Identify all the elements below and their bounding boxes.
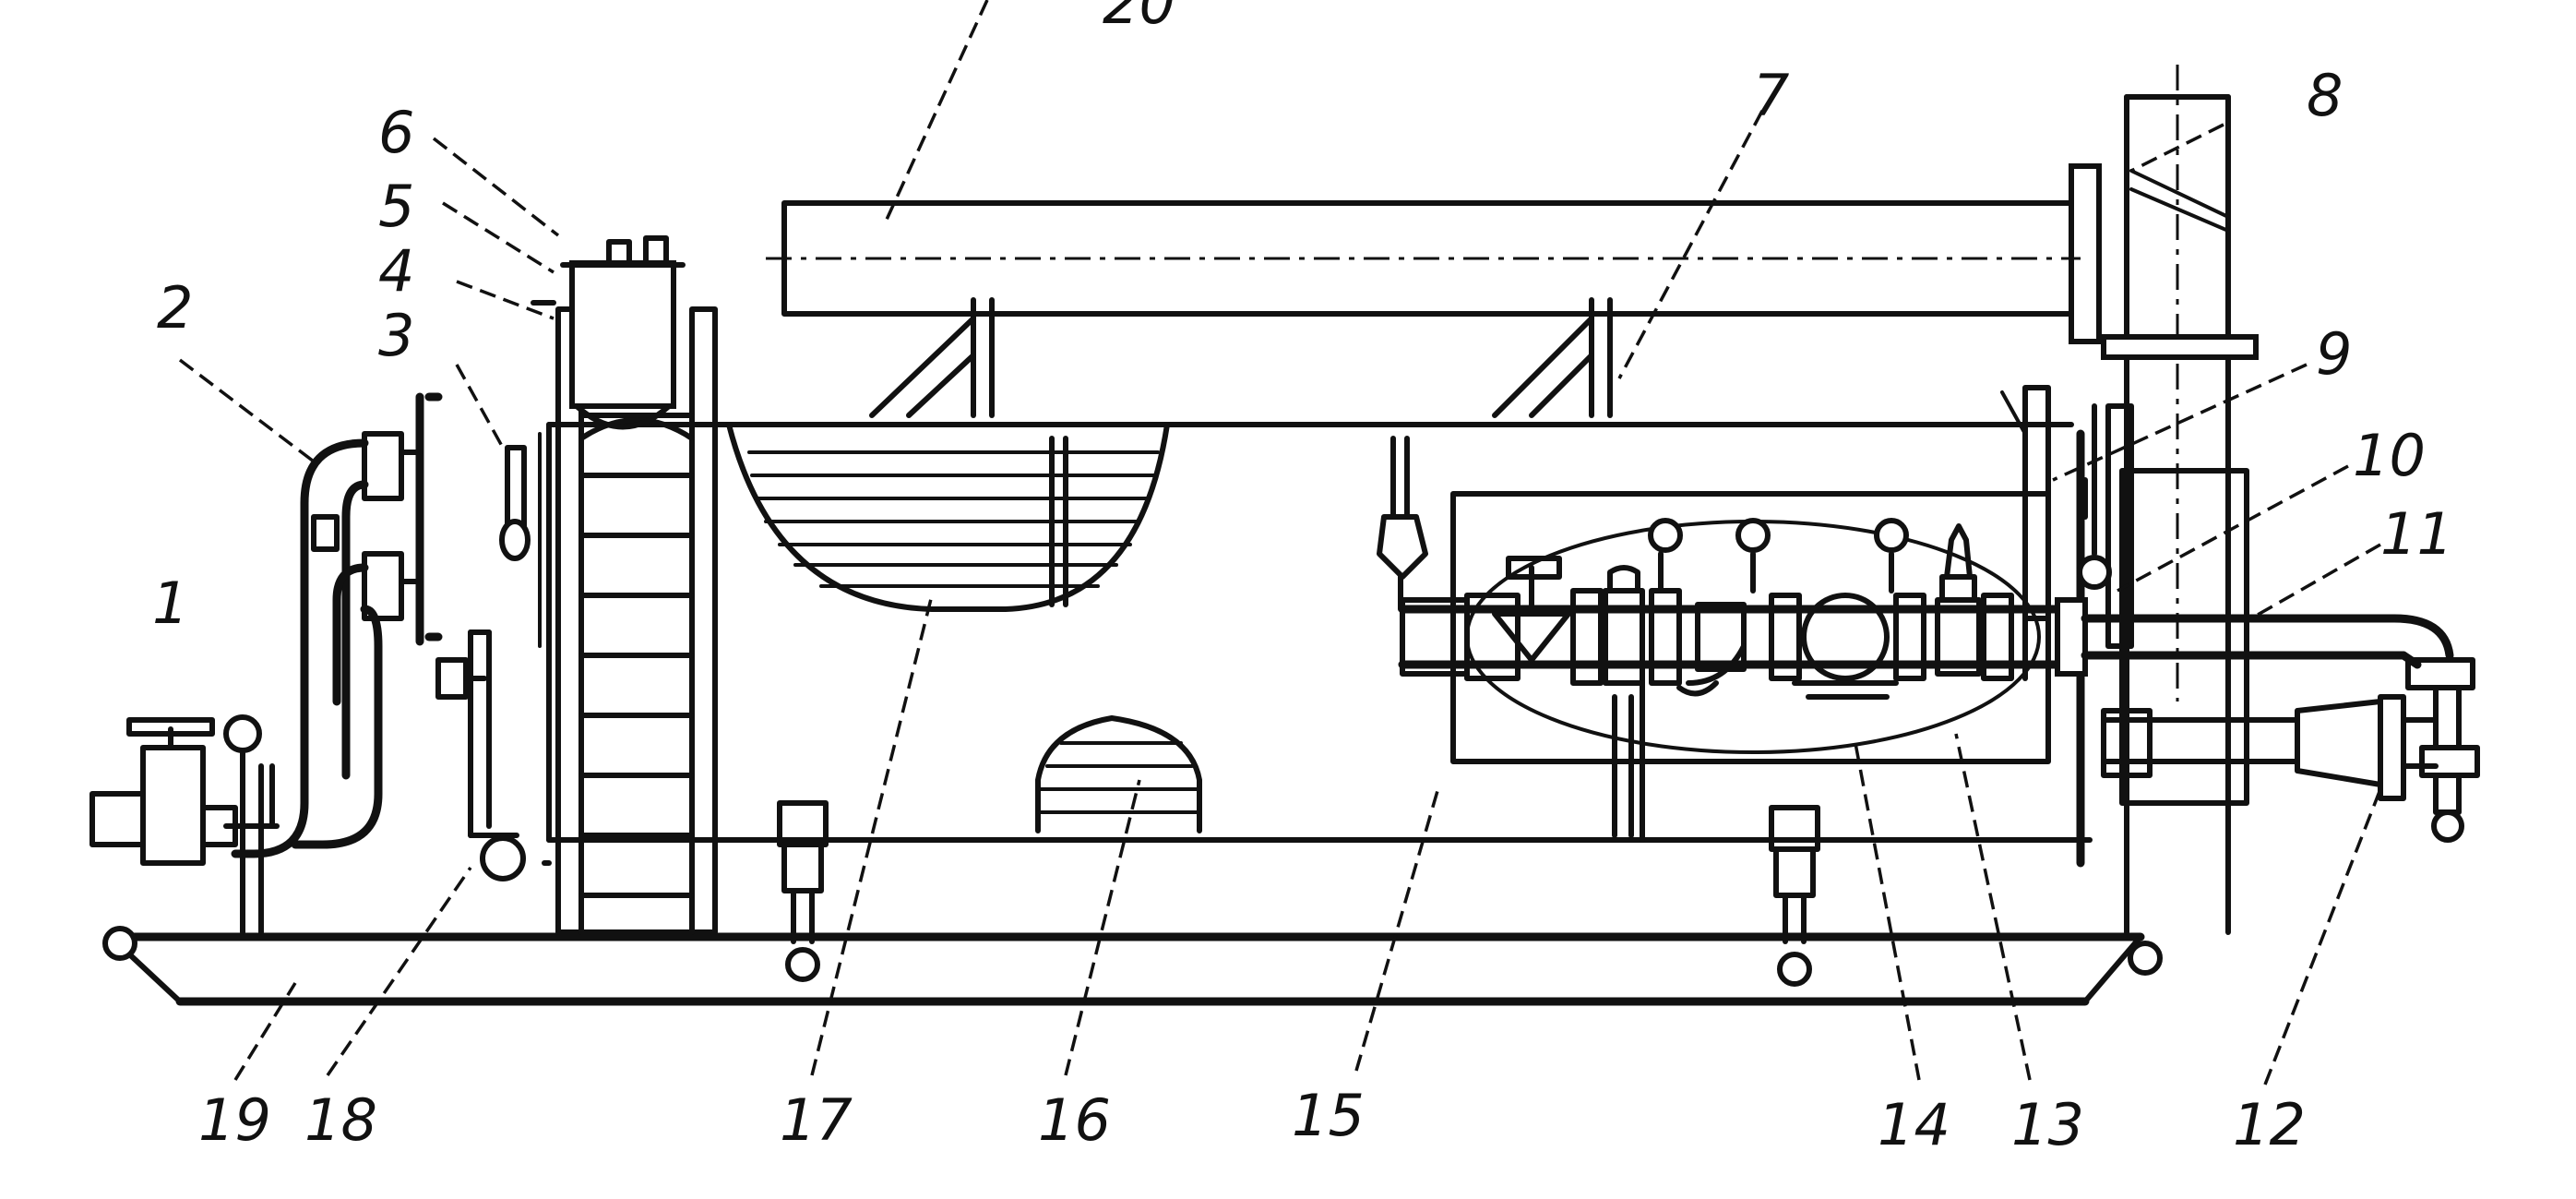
label-5: 5 xyxy=(378,173,414,240)
skid-base xyxy=(102,926,2163,1006)
label-4: 4 xyxy=(378,237,414,305)
label-9: 9 xyxy=(2316,320,2352,388)
pressure-gauge-icon xyxy=(1735,518,1771,553)
left-piping xyxy=(89,392,552,935)
label-17: 17 xyxy=(780,1086,853,1154)
pressure-gauge-icon xyxy=(1648,518,1683,553)
coil-bundle-upper xyxy=(726,422,1170,612)
label-3: 3 xyxy=(378,302,414,369)
fuel-train-box xyxy=(1398,491,2088,843)
skid-bolt-icon xyxy=(785,947,820,982)
burner-icon xyxy=(2077,555,2112,590)
label-12: 12 xyxy=(2233,1091,2306,1158)
firebox-coil xyxy=(1035,715,1202,833)
label-8: 8 xyxy=(2307,62,2343,129)
label-15: 15 xyxy=(1292,1082,1365,1149)
vessel-valve xyxy=(1377,436,1428,612)
skid-bolt-icon xyxy=(1777,952,1812,987)
burner-assembly xyxy=(2000,385,2480,843)
label-10: 10 xyxy=(2353,422,2426,489)
label-7: 7 xyxy=(1753,62,1789,129)
skid-bolt-icon xyxy=(102,926,137,961)
main-vessel xyxy=(538,403,2097,868)
label-14: 14 xyxy=(1878,1091,1950,1158)
pressure-gauge-icon xyxy=(223,714,262,753)
label-20: 20 xyxy=(1103,0,1175,37)
label-16: 16 xyxy=(1038,1086,1111,1154)
drain-valve-icon xyxy=(480,835,526,881)
skid-bolt-icon xyxy=(2128,941,2163,976)
chimney-stack xyxy=(2101,65,2259,935)
label-18: 18 xyxy=(304,1086,377,1154)
label-6: 6 xyxy=(378,99,414,166)
label-2: 2 xyxy=(157,274,193,342)
leader-lines xyxy=(178,0,2382,1085)
label-13: 13 xyxy=(2011,1091,2084,1158)
pressure-gauge-icon xyxy=(1874,518,1909,553)
valve-icon xyxy=(2431,809,2464,843)
label-19: 19 xyxy=(198,1086,271,1154)
label-1: 1 xyxy=(152,570,188,637)
top-air-duct xyxy=(766,163,2102,418)
coil-section-left xyxy=(555,306,718,935)
number-labels: 20 6 5 4 3 2 1 7 8 9 10 11 12 13 14 15 1… xyxy=(152,0,2453,1158)
vessel-supports xyxy=(777,694,1820,944)
label-11: 11 xyxy=(2380,500,2453,568)
top-separator xyxy=(531,235,686,430)
